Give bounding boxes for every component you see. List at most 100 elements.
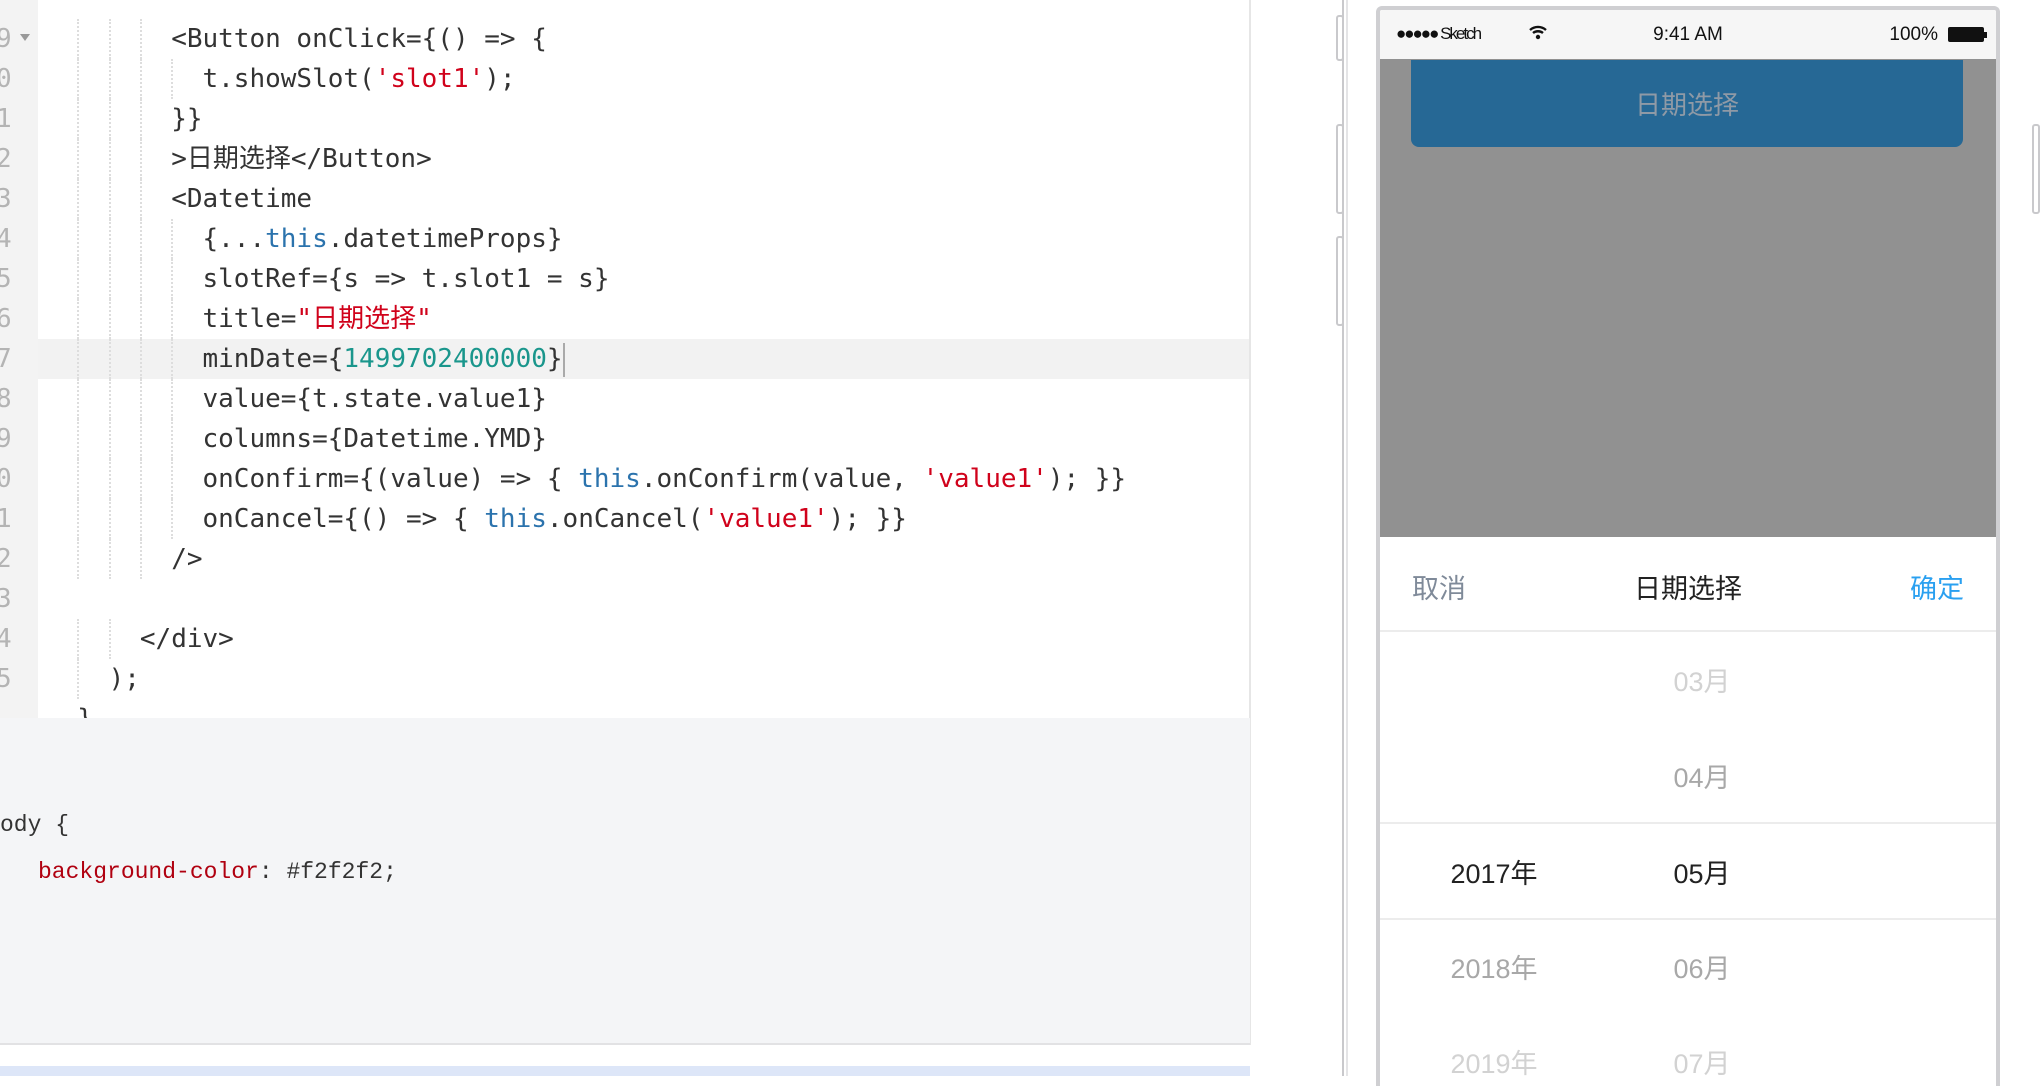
- phone-mute-switch: [1336, 15, 1344, 61]
- code-token: t.showSlot(: [202, 64, 375, 94]
- indent-guide: [77, 499, 80, 539]
- indent-guide: [108, 539, 111, 579]
- indent-guide: [171, 379, 174, 419]
- year-option[interactable]: 2019年: [1450, 1049, 1538, 1079]
- code-token: 'value1': [703, 504, 829, 534]
- code-token: }: [546, 344, 563, 374]
- code-token: );: [484, 64, 516, 94]
- wifi-icon: [1528, 22, 1548, 48]
- indent-guide: [139, 259, 142, 299]
- indent-guide: [139, 99, 142, 139]
- indent-guide: [171, 259, 174, 299]
- month-option[interactable]: 04月: [1673, 763, 1731, 793]
- code-token: "日期选择": [296, 304, 432, 334]
- indent-guide: [77, 139, 80, 179]
- code-token: <Button onClick={() => {: [171, 24, 547, 54]
- indent-guide: [77, 19, 80, 59]
- indent-guide: [108, 259, 111, 299]
- indent-guide: [139, 459, 142, 499]
- indent-guide: [77, 339, 80, 379]
- code-line: }: [77, 699, 93, 718]
- indent-guide: [108, 619, 111, 659]
- indent-guide: [77, 619, 80, 659]
- indent-guide: [139, 219, 142, 259]
- line-number: 0: [0, 64, 12, 94]
- line-number: 3: [0, 584, 12, 614]
- indent-guide: [108, 419, 111, 459]
- indent-guide: [77, 379, 80, 419]
- code-line: title="日期选择": [203, 299, 432, 339]
- picker-header: 取消 日期选择 确定: [1380, 537, 1996, 632]
- indent-guide: [108, 499, 111, 539]
- indent-guide: [171, 339, 174, 379]
- indent-guide: [108, 219, 111, 259]
- line-number: 2: [0, 144, 12, 174]
- code-line: minDate={1499702400000}: [203, 339, 565, 379]
- code-token: </div>: [139, 624, 234, 654]
- line-number: 5: [0, 264, 12, 294]
- code-token: .datetimeProps}: [327, 224, 563, 254]
- month-option[interactable]: 05月: [1673, 859, 1731, 889]
- code-token: columns={Datetime.YMD}: [202, 424, 547, 454]
- css-editor[interactable]: ody { background-color: #f2f2f2;: [0, 718, 1250, 1045]
- selection-line-top: [1380, 822, 1996, 824]
- code-token: ); }}: [828, 504, 907, 534]
- indent-guide: [171, 219, 174, 259]
- line-number: 2: [0, 544, 12, 574]
- line-number: 0: [0, 464, 12, 494]
- picker-mask[interactable]: 日期选择: [1380, 59, 1996, 537]
- code-line: t.showSlot('slot1');: [203, 59, 516, 99]
- year-option[interactable]: 2017年: [1450, 859, 1538, 889]
- indent-guide: [108, 139, 111, 179]
- resize-handle[interactable]: [1342, 0, 1348, 1076]
- indent-guide: [77, 299, 80, 339]
- code-token: onConfirm={(value) => {: [202, 464, 579, 494]
- code-line: <Datetime: [171, 179, 312, 219]
- code-token: 'slot1': [374, 64, 485, 94]
- cancel-button[interactable]: 取消: [1412, 574, 1466, 604]
- indent-guide: [171, 299, 174, 339]
- confirm-button[interactable]: 确定: [1910, 574, 1964, 604]
- line-number: 6: [0, 304, 12, 334]
- code-token: this: [484, 504, 547, 534]
- code-token: }: [77, 704, 93, 718]
- code-line: {...this.datetimeProps}: [203, 219, 563, 259]
- date-picker-button[interactable]: 日期选择: [1411, 60, 1963, 147]
- month-option[interactable]: 06月: [1673, 954, 1731, 984]
- line-number: 7: [0, 344, 12, 374]
- indent-guide: [139, 379, 142, 419]
- year-option[interactable]: 2018年: [1450, 954, 1538, 984]
- css-declaration: background-color: #f2f2f2;: [38, 859, 397, 885]
- phone-volume-up: [1336, 124, 1344, 214]
- status-time: 9:41 AM: [1653, 24, 1723, 45]
- month-option[interactable]: 07月: [1673, 1049, 1731, 1079]
- indent-guide: [139, 139, 142, 179]
- code-token: 'value1': [922, 464, 1048, 494]
- line-number: 3: [0, 184, 12, 214]
- indent-guide: [77, 179, 80, 219]
- indent-guide: [139, 539, 142, 579]
- code-token: onCancel={() => {: [202, 504, 485, 534]
- active-line-highlight: [38, 339, 1250, 379]
- indent-guide: [108, 179, 111, 219]
- code-line: </div>: [140, 619, 234, 659]
- text-cursor: [562, 342, 565, 377]
- indent-guide: [171, 59, 174, 99]
- code-token: minDate={: [202, 344, 344, 374]
- month-option[interactable]: 03月: [1673, 667, 1731, 697]
- indent-guide: [139, 419, 142, 459]
- indent-guide: [108, 19, 111, 59]
- battery-icon: [1948, 27, 1987, 42]
- indent-guide: [139, 19, 142, 59]
- code-token: {...: [202, 224, 266, 254]
- fold-arrow-icon[interactable]: [20, 34, 30, 41]
- line-number: 5: [0, 664, 12, 694]
- code-line: >日期选择</Button>: [171, 139, 432, 179]
- indent-guide: [77, 419, 80, 459]
- indent-guide: [108, 99, 111, 139]
- indent-guide: [108, 339, 111, 379]
- indent-guide: [77, 59, 80, 99]
- carrier-label: ●●●●● Sketch: [1396, 24, 1482, 43]
